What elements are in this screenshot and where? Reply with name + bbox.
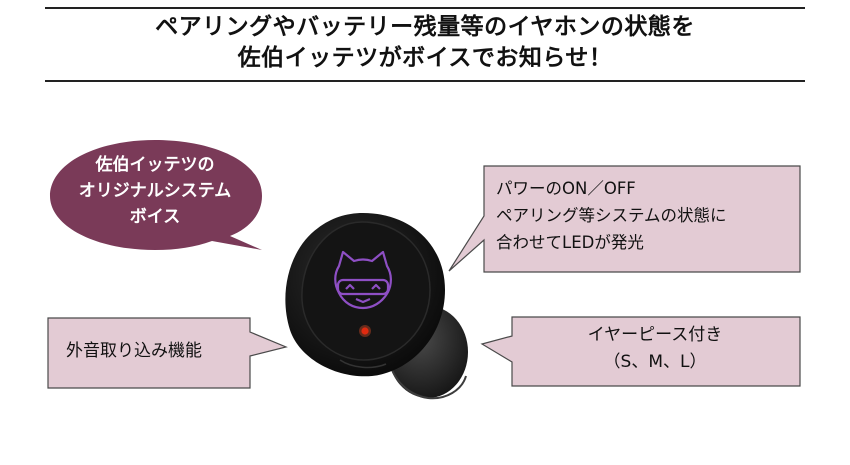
speech-bubble-line-2: オリジナルシステム <box>78 181 232 201</box>
speech-bubble-line-1: 佐伯イッテツの <box>95 155 215 175</box>
callout-led-box <box>448 165 801 273</box>
callout-eartips-box <box>480 316 801 387</box>
callout-sound-box <box>47 317 288 389</box>
callout-eartips-text: イヤーピース付き （S、M、L） <box>510 322 800 376</box>
callout-led-line-2: ペアリング等システムの状態に <box>496 206 727 225</box>
callout-led-text: パワーのON／OFF ペアリング等システムの状態に 合わせてLEDが発光 <box>496 175 727 256</box>
speech-bubble <box>50 140 262 250</box>
speech-bubble-line-3: ボイス <box>129 207 181 227</box>
callout-led-line-1: パワーのON／OFF <box>496 179 636 198</box>
callout-sound-text: 外音取り込み機能 <box>66 338 202 365</box>
callout-sound-line-1: 外音取り込み機能 <box>66 341 202 361</box>
headline-line-1: ペアリングやバッテリー残量等のイヤホンの状態を <box>155 14 695 40</box>
callout-led-line-3: 合わせてLEDが発光 <box>496 233 644 252</box>
cat-goggles-logo-icon <box>334 250 392 310</box>
callout-eartips-line-1: イヤーピース付き <box>587 325 723 345</box>
led-indicator-icon <box>359 325 371 337</box>
headline: ペアリングやバッテリー残量等のイヤホンの状態を 佐伯イッテツがボイスでお知らせ！ <box>45 12 805 74</box>
top-rule <box>45 7 805 9</box>
headline-line-2: 佐伯イッテツがボイスでお知らせ！ <box>237 45 613 71</box>
bottom-rule <box>45 80 805 82</box>
speech-bubble-text: 佐伯イッテツの オリジナルシステム ボイス <box>40 152 270 230</box>
earbud-illustration <box>285 213 468 400</box>
callout-eartips-line-2: （S、M、L） <box>603 352 707 372</box>
